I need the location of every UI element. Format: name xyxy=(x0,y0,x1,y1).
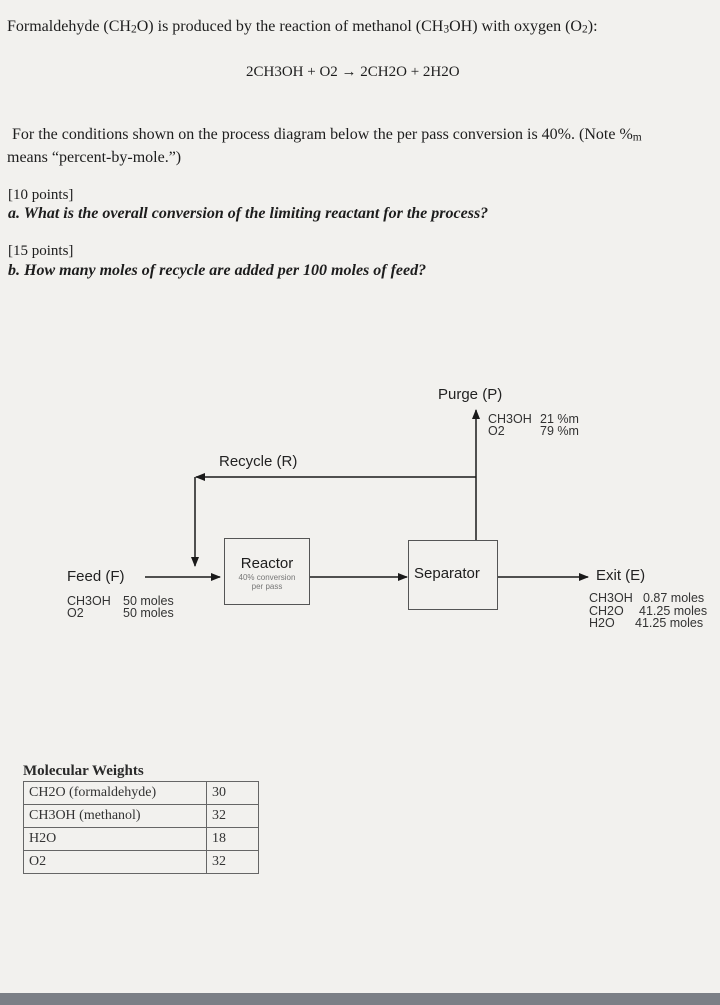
intro-sub: 3 xyxy=(443,23,450,36)
purge-value: 79 %m xyxy=(540,424,579,438)
mw-cell: 32 xyxy=(206,804,259,828)
purge-row: O2 79 %m xyxy=(488,424,579,438)
conditions-text: For the conditions shown on the process … xyxy=(7,125,712,168)
question-a-points: [10 points] xyxy=(8,187,74,203)
separator-label: Separator xyxy=(414,565,480,582)
exit-value: 41.25 moles xyxy=(635,616,704,630)
purge-value: 21 %m xyxy=(540,412,579,426)
intro-part: ): xyxy=(587,18,598,35)
feed-species: O2 xyxy=(67,606,84,620)
feed-composition: CH3OH 50 moles O2 50 moles xyxy=(67,594,174,620)
question-b-points: [15 points] xyxy=(8,243,74,259)
exit-value: 0.87 moles xyxy=(643,591,705,605)
mw-cell: 30 xyxy=(206,781,259,805)
intro-part: OH) with oxygen (O xyxy=(449,18,582,35)
reaction-equation: 2CH3OH + O2 → 2CH2O + 2H2O xyxy=(246,64,460,80)
feed-row: O2 50 moles xyxy=(67,606,174,620)
process-diagram-lines xyxy=(145,409,589,581)
feed-species: CH3OH xyxy=(67,594,111,608)
separator-box: Separator xyxy=(408,540,498,610)
compound-cell: O2 xyxy=(23,850,207,874)
feed-value: 50 moles xyxy=(123,606,174,620)
purge-label: Purge (P) xyxy=(438,386,503,403)
table-row: O2 32 xyxy=(23,850,259,874)
intro-part: Formaldehyde (CH xyxy=(7,18,131,35)
reactor-note-conversion: 40% conversion xyxy=(238,573,296,582)
compound-cell: CH3OH (methanol) xyxy=(23,804,207,828)
table-row: CH2O (formaldehyde) 30 xyxy=(23,781,259,805)
exit-species: H2O xyxy=(589,616,615,630)
purge-composition: CH3OH 21 %m O2 79 %m xyxy=(488,412,579,438)
exit-species: CH3OH xyxy=(589,591,633,605)
intro-text: Formaldehyde (CH2O) is produced by the r… xyxy=(7,18,598,36)
conditions-line1: For the conditions shown on the process … xyxy=(12,125,712,148)
intro-sub: 2 xyxy=(130,23,137,36)
purge-species: CH3OH xyxy=(488,412,532,426)
reactor-box: Reactor 40% conversion per pass xyxy=(224,538,310,605)
mw-cell: 18 xyxy=(206,827,259,851)
exit-value: 41.25 moles xyxy=(639,603,708,618)
feed-label: Feed (F) xyxy=(67,568,125,585)
exit-row: CH2O 41.25 moles xyxy=(589,603,708,618)
purge-row: CH3OH 21 %m xyxy=(488,412,579,426)
conditions-line1-text: For the conditions shown on the process … xyxy=(12,126,633,143)
question-a-text: a. What is the overall conversion of the… xyxy=(8,205,489,222)
table-row: CH3OH (methanol) 32 xyxy=(23,804,259,828)
intro-part: O) is produced by the reaction of methan… xyxy=(136,18,444,35)
recycle-label: Recycle (R) xyxy=(219,453,298,470)
purge-species: O2 xyxy=(488,424,505,438)
exit-species: CH2O xyxy=(589,603,624,618)
molecular-weights-table: CH2O (formaldehyde) 30 CH3OH (methanol) … xyxy=(23,781,259,874)
feed-value: 50 moles xyxy=(123,594,174,608)
exit-label: Exit (E) xyxy=(596,567,646,584)
conditions-line2: means “percent-by-mole.”) xyxy=(7,148,182,166)
compound-cell: H2O xyxy=(23,827,207,851)
intro-sub: 2 xyxy=(581,23,588,36)
exit-row: H2O 41.25 moles xyxy=(589,617,707,630)
mw-cell: 32 xyxy=(206,850,259,874)
feed-row: CH3OH 50 moles xyxy=(67,594,174,608)
bottom-edge xyxy=(0,993,720,1005)
exit-row: CH3OH 0.87 moles xyxy=(589,592,707,605)
question-b-text: b. How many moles of recycle are added p… xyxy=(8,262,427,279)
conditions-line1-sub: m xyxy=(632,131,642,144)
compound-cell: CH2O (formaldehyde) xyxy=(23,781,207,805)
reactor-label: Reactor xyxy=(240,555,294,572)
reactor-note-per-pass: per pass xyxy=(251,582,283,591)
table-row: H2O 18 xyxy=(23,827,259,851)
exit-composition: CH3OH 0.87 moles CH2O 41.25 moles H2O 41.25… xyxy=(589,592,707,630)
molecular-weights-title: Molecular Weights xyxy=(23,763,144,779)
